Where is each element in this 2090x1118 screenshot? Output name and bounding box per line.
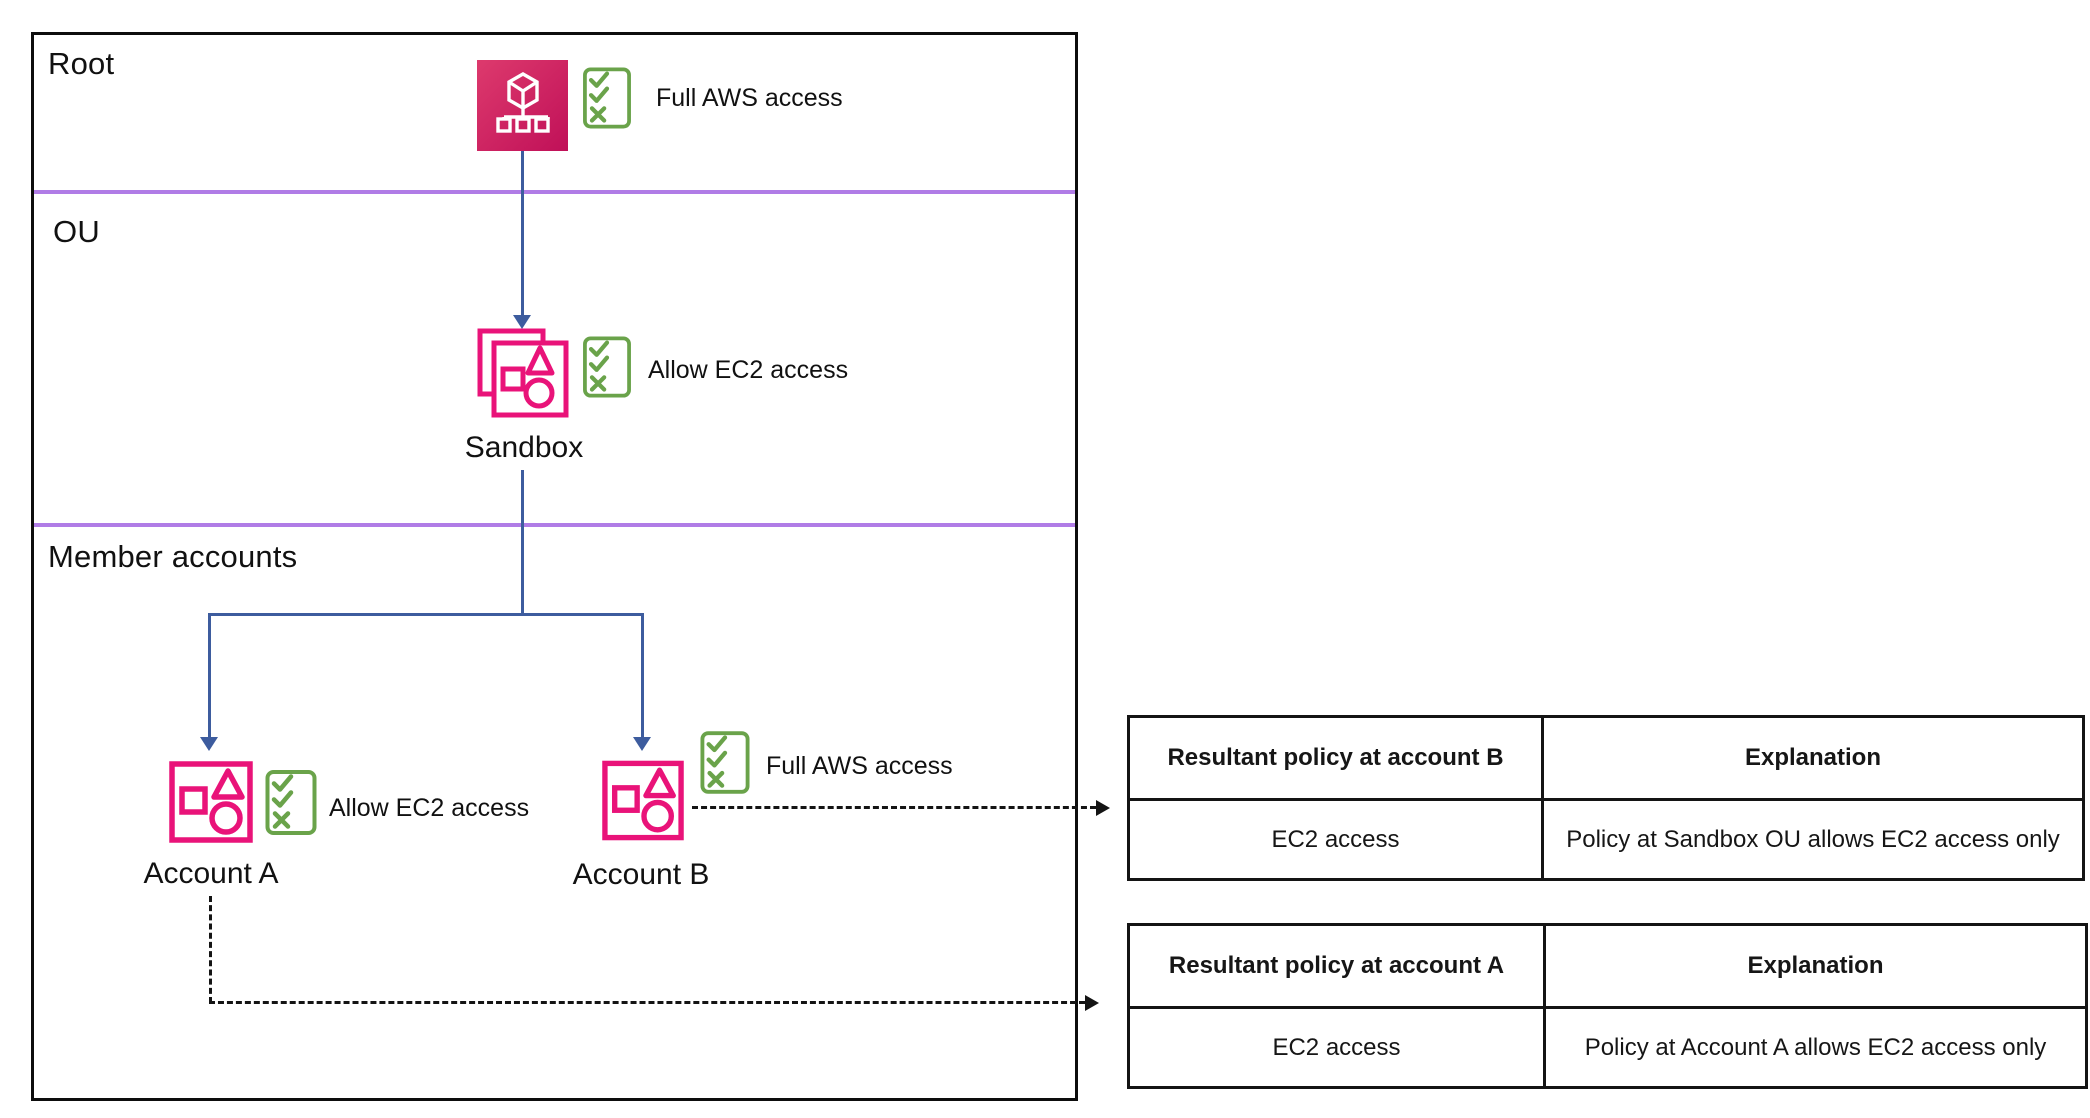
section-label-member: Member accounts	[48, 539, 298, 574]
connector-branch-to-account-b	[641, 613, 644, 739]
arrowhead-root-to-ou	[513, 315, 531, 329]
table-a-header-policy: Resultant policy at account A	[1168, 952, 1505, 979]
policy-checklist-icon	[265, 770, 317, 835]
root-ou-divider-line	[34, 190, 1075, 194]
resultant-policy-table-account-a: Resultant policy at account A Explanatio…	[1127, 923, 2088, 1089]
table-b-policy-value: EC2 access	[1130, 798, 1541, 878]
table-a-explanation-value: Policy at Account A allows EC2 access on…	[1543, 1006, 2085, 1086]
organization-boundary-box	[31, 32, 1078, 1101]
section-label-root: Root	[48, 46, 115, 81]
sandbox-ou-label: Sandbox	[464, 431, 584, 464]
table-b-explanation-value: Policy at Sandbox OU allows EC2 access o…	[1541, 798, 2082, 878]
aws-account-icon	[169, 761, 253, 843]
account-b-policy-annotation: Full AWS access	[766, 752, 953, 780]
connector-sandbox-down	[521, 470, 524, 616]
table-a-policy-value: EC2 access	[1130, 1006, 1543, 1086]
root-policy-annotation: Full AWS access	[656, 84, 843, 112]
connector-root-to-ou	[521, 151, 524, 317]
policy-checklist-icon	[583, 67, 631, 129]
arrowhead-to-account-a	[200, 737, 218, 751]
dashed-arrowhead-account-a	[1085, 995, 1099, 1011]
policy-checklist-icon	[583, 336, 631, 398]
table-b-header-explanation: Explanation	[1541, 718, 2082, 798]
table-b-header-policy: Resultant policy at account B	[1167, 744, 1504, 771]
connector-branch-to-account-a	[208, 613, 211, 739]
sandbox-policy-annotation: Allow EC2 access	[648, 356, 849, 384]
dashed-arrowhead-account-b	[1096, 800, 1110, 816]
ou-member-divider-line	[34, 523, 1075, 527]
policy-checklist-icon	[700, 731, 750, 794]
dashed-connector-account-a-horizontal	[209, 1001, 1085, 1004]
arrowhead-to-account-b	[633, 737, 651, 751]
connector-branch-horizontal	[209, 613, 644, 616]
account-b-label: Account B	[572, 858, 710, 891]
organizational-unit-icon	[477, 328, 569, 418]
account-a-policy-annotation: Allow EC2 access	[329, 794, 530, 822]
account-a-label: Account A	[143, 857, 279, 890]
dashed-connector-account-a-vertical	[209, 896, 212, 1003]
section-label-ou: OU	[53, 214, 100, 249]
resultant-policy-table-account-b: Resultant policy at account B Explanatio…	[1127, 715, 2085, 881]
table-a-header-explanation: Explanation	[1543, 926, 2085, 1006]
dashed-connector-account-b-to-table	[692, 806, 1096, 809]
aws-account-icon	[602, 760, 684, 841]
aws-organizations-icon	[477, 60, 568, 151]
